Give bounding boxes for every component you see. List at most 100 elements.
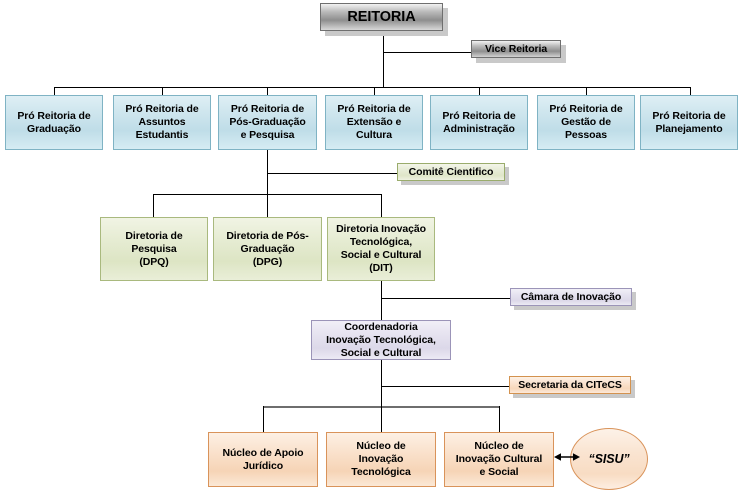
- connector-pro-1: [54, 87, 55, 95]
- line-1: Núcleo de: [474, 440, 524, 452]
- line-1: Pró Reitoria de: [652, 109, 726, 122]
- node-reitoria-label: REITORIA: [347, 8, 416, 25]
- node-secretaria-citecs-label: Secretaria da CITeCS: [518, 378, 622, 391]
- node-vice-reitoria-label: Vice Reitoria: [484, 42, 548, 55]
- line-1: Núcleo de: [356, 440, 406, 452]
- node-pro-reitoria-planejamento[interactable]: Pró Reitoria de Planejamento: [640, 95, 738, 150]
- line-1: Núcleo de Apoio: [222, 446, 304, 459]
- line-2: Tecnológica,: [349, 236, 413, 248]
- line-1: Diretoria de Pós-: [226, 229, 309, 242]
- node-pro-reitoria-assuntos-estudantis-label: Pró Reitoria de Assuntos Estudantis: [116, 103, 208, 142]
- line-3: Social e Cultural: [340, 346, 422, 359]
- line-2: Jurídico: [242, 459, 284, 472]
- line-2: Inovação: [358, 453, 404, 465]
- node-diretoria-pos-graduacao[interactable]: Diretoria de Pós- Graduação (DPG): [213, 217, 322, 281]
- line-1: Diretoria de: [125, 229, 183, 242]
- node-pro-reitoria-pos-graduacao-pesquisa[interactable]: Pró Reitoria de Pós-Graduação e Pesquisa: [218, 95, 317, 150]
- line-3: Pessoas: [565, 129, 607, 141]
- line-1: Coordenadoria: [344, 320, 418, 333]
- line-3: (DPQ): [139, 255, 169, 268]
- line-3: e Pesquisa: [240, 129, 295, 141]
- node-nucleo-apoio-juridico[interactable]: Núcleo de Apoio Jurídico: [208, 432, 318, 487]
- node-reitoria[interactable]: REITORIA: [320, 3, 443, 31]
- line-2: Graduação: [27, 122, 81, 135]
- node-diretoria-inovacao-tecnologica[interactable]: Diretoria Inovação Tecnológica, Social e…: [327, 217, 435, 281]
- node-sisu[interactable]: “SISU”: [570, 428, 648, 490]
- line-2: Assuntos: [138, 116, 186, 128]
- line-3: (DPG): [252, 255, 283, 268]
- node-diretoria-inovacao-tecnologica-label: Diretoria Inovação Tecnológica, Social e…: [330, 223, 432, 275]
- node-nucleo-inovacao-tecnologica[interactable]: Núcleo de Inovação Tecnológica: [326, 432, 436, 487]
- connector-posgrad-vertical: [267, 150, 268, 217]
- node-diretoria-pos-graduacao-label: Diretoria de Pós- Graduação (DPG): [216, 230, 319, 269]
- node-nucleo-apoio-juridico-label: Núcleo de Apoio Jurídico: [211, 447, 315, 473]
- node-camara-inovacao[interactable]: Câmara de Inovação: [510, 288, 632, 306]
- line-3: Estudantis: [135, 129, 189, 141]
- line-3: Cultura: [355, 129, 393, 141]
- node-nucleo-inovacao-cultural-social[interactable]: Núcleo de Inovação Cultural e Social: [444, 432, 554, 487]
- connector-pro-7: [690, 87, 691, 95]
- node-pro-reitoria-planejamento-label: Pró Reitoria de Planejamento: [643, 110, 735, 136]
- line-2: Planejamento: [655, 122, 723, 135]
- connector-pro-5: [479, 87, 480, 95]
- node-comite-cientifico[interactable]: Comitê Cientifico: [397, 163, 505, 181]
- line-1: Diretoria Inovação: [336, 223, 426, 235]
- node-pro-reitoria-gestao-pessoas[interactable]: Pró Reitoria de Gestão de Pessoas: [537, 95, 635, 150]
- connector-pro-4: [374, 87, 375, 95]
- line-1: Pró Reitoria de: [17, 109, 91, 122]
- double-arrow-icon: [554, 450, 580, 467]
- node-pro-reitoria-assuntos-estudantis[interactable]: Pró Reitoria de Assuntos Estudantis: [113, 95, 211, 150]
- node-pro-reitoria-administracao[interactable]: Pró Reitoria de Administração: [430, 95, 528, 150]
- connector-pro-reitoria-bus: [54, 87, 690, 88]
- double-arrow-svg: [554, 453, 580, 461]
- connector-to-camara: [381, 298, 510, 299]
- line-1: Pró Reitoria de: [230, 103, 305, 115]
- connector-root-to-vice: [383, 52, 472, 53]
- connector-diretoria-2: [267, 194, 268, 217]
- line-2: Inovação Cultural: [455, 453, 543, 465]
- line-3: Social e Cultural: [340, 249, 422, 261]
- node-nucleo-inovacao-cultural-social-label: Núcleo de Inovação Cultural e Social: [447, 440, 551, 479]
- node-pro-reitoria-pos-graduacao-pesquisa-label: Pró Reitoria de Pós-Graduação e Pesquisa: [221, 103, 314, 142]
- node-pro-reitoria-graduacao[interactable]: Pró Reitoria de Graduação: [5, 95, 103, 150]
- line-1: Pró Reitoria de: [337, 103, 411, 115]
- node-sisu-label: “SISU”: [588, 451, 630, 466]
- connector-nucleo-3: [499, 406, 500, 432]
- connector-nucleo-1: [263, 406, 264, 432]
- node-vice-reitoria[interactable]: Vice Reitoria: [471, 40, 561, 58]
- node-camara-inovacao-label: Câmara de Inovação: [520, 290, 622, 303]
- line-2: Pós-Graduação: [229, 116, 306, 128]
- node-pro-reitoria-graduacao-label: Pró Reitoria de Graduação: [8, 110, 100, 136]
- connector-nucleo-2: [381, 406, 382, 432]
- node-nucleo-inovacao-tecnologica-label: Núcleo de Inovação Tecnológica: [329, 440, 433, 479]
- connector-diretoria-3: [381, 194, 382, 217]
- node-diretoria-pesquisa-label: Diretoria de Pesquisa (DPQ): [103, 230, 205, 269]
- line-3: e Social: [479, 466, 519, 478]
- connector-pro-2: [162, 87, 163, 95]
- node-comite-cientifico-label: Comitê Cientifico: [408, 165, 494, 178]
- connector-coordenadoria-vertical: [381, 360, 382, 432]
- node-coordenadoria-inovacao-label: Coordenadoria Inovação Tecnológica, Soci…: [314, 321, 448, 360]
- connector-root-vertical: [383, 31, 384, 87]
- node-secretaria-citecs[interactable]: Secretaria da CITeCS: [509, 376, 631, 394]
- connector-to-comite: [267, 173, 397, 174]
- connector-dit-vertical: [381, 281, 382, 320]
- line-2: Pesquisa: [131, 242, 177, 255]
- connector-pro-3: [267, 87, 268, 95]
- line-1: Pró Reitoria de: [549, 103, 623, 115]
- node-pro-reitoria-gestao-pessoas-label: Pró Reitoria de Gestão de Pessoas: [540, 103, 632, 142]
- line-2: Inovação Tecnológica,: [326, 333, 436, 346]
- connector-to-secretaria: [381, 386, 509, 387]
- node-pro-reitoria-administracao-label: Pró Reitoria de Administração: [433, 110, 525, 136]
- line-2: Extensão e: [346, 116, 402, 128]
- connector-pro-6: [586, 87, 587, 95]
- node-coordenadoria-inovacao[interactable]: Coordenadoria Inovação Tecnológica, Soci…: [311, 320, 451, 360]
- node-pro-reitoria-extensao-cultura[interactable]: Pró Reitoria de Extensão e Cultura: [325, 95, 423, 150]
- line-2: Gestão de: [561, 116, 611, 128]
- node-diretoria-pesquisa[interactable]: Diretoria de Pesquisa (DPQ): [100, 217, 208, 281]
- connector-diretoria-1: [153, 194, 154, 217]
- line-2: Graduação: [240, 242, 295, 255]
- line-1: Pró Reitoria de: [125, 103, 199, 115]
- line-4: (DIT): [369, 262, 393, 274]
